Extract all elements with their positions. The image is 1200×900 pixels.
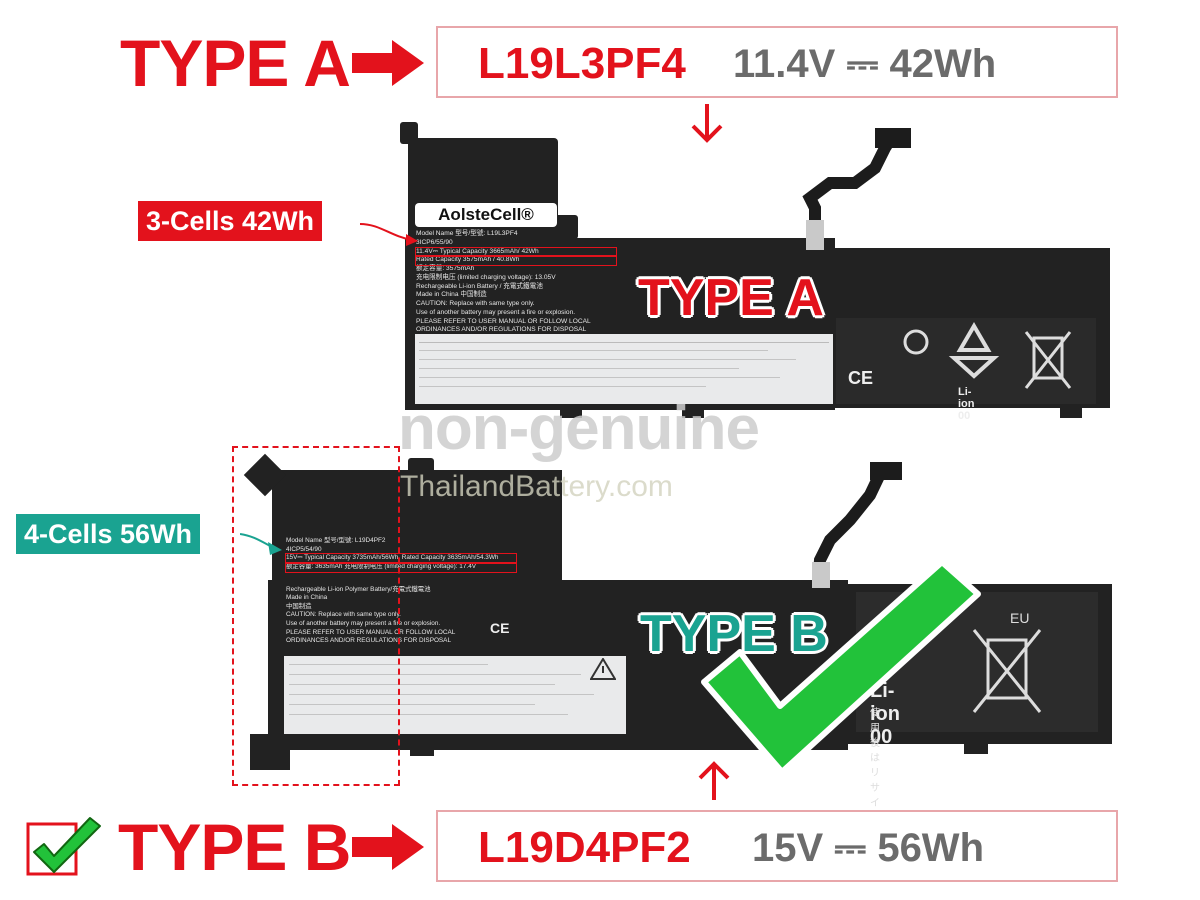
type-a-model: L19L3PF4 — [478, 39, 686, 88]
battery-a-cert-text: Li-ion 00 — [958, 386, 975, 422]
type-b-cells-badge: 4-Cells 56Wh — [16, 514, 201, 555]
ce-mark-icon: CE — [848, 368, 874, 388]
battery-a-tab — [682, 404, 704, 418]
arrow-right-icon — [352, 824, 424, 870]
arrow-right-icon — [352, 40, 424, 86]
watermark-sub: ThailandBattery.com — [400, 470, 673, 503]
warning-triangle-icon — [590, 658, 616, 680]
type-b-spec: 15V ⎓ 56Wh — [752, 826, 984, 870]
battery-b-tab — [964, 740, 988, 754]
battery-a-warning-sheet — [415, 334, 833, 404]
type-b-model: L19D4PF2 — [478, 823, 691, 872]
checkmark-icon — [701, 559, 981, 775]
cell-block-highlight — [232, 446, 400, 786]
type-a-overlay: TYPE A — [638, 269, 824, 327]
checkbox-checked-icon — [26, 817, 101, 876]
battery-a-tab — [560, 404, 582, 418]
battery-b-tab — [408, 458, 434, 478]
badge-b-pointer — [240, 533, 282, 555]
battery-b-print-text: Model Name 型号/型號: L19D4PF2 4ICP5/54/90 1… — [285, 537, 517, 646]
weee-bin-icon — [1024, 331, 1072, 389]
battery-b-warning-sheet — [284, 656, 626, 734]
battery-a-print-text: Model Name 型号/型號: L19L3PF4 3ICP6/55/90 1… — [415, 230, 617, 335]
battery-a-cell-block — [408, 138, 558, 248]
type-b-spec-box — [436, 810, 1118, 882]
battery-b-cable — [812, 462, 902, 588]
type-a-spec: 11.4V ⎓ 42Wh — [733, 42, 997, 86]
battery-b-tab — [410, 742, 434, 756]
arrow-up-icon — [698, 761, 730, 800]
type-a-heading: TYPE A — [120, 26, 351, 100]
type-b-heading: TYPE B — [118, 810, 351, 884]
battery-a-cert-panel — [836, 318, 1096, 404]
battery-b-ce-mark: CE — [490, 620, 510, 636]
type-b-overlay: TYPE B — [640, 605, 828, 663]
arrow-down-icon — [691, 104, 723, 143]
battery-b-eu-label: EU — [1010, 610, 1030, 626]
battery-b-cell-block — [272, 470, 562, 590]
battery-a-tab — [400, 122, 418, 144]
battery-b-tab — [250, 734, 290, 770]
type-a-spec-box — [436, 26, 1118, 98]
weee-bin-icon — [972, 629, 1042, 713]
battery-a-cable — [802, 128, 911, 250]
battery-a-tab — [1060, 404, 1082, 418]
type-a-cells-badge: 3-Cells 42Wh — [138, 201, 323, 242]
battery-a-brand-label: AolsteCell® — [415, 203, 557, 227]
watermark-main: non-genuine — [398, 394, 760, 463]
recycle-icon — [948, 322, 1000, 379]
recycle-code-icon — [903, 329, 929, 355]
badge-a-pointer — [360, 223, 418, 246]
